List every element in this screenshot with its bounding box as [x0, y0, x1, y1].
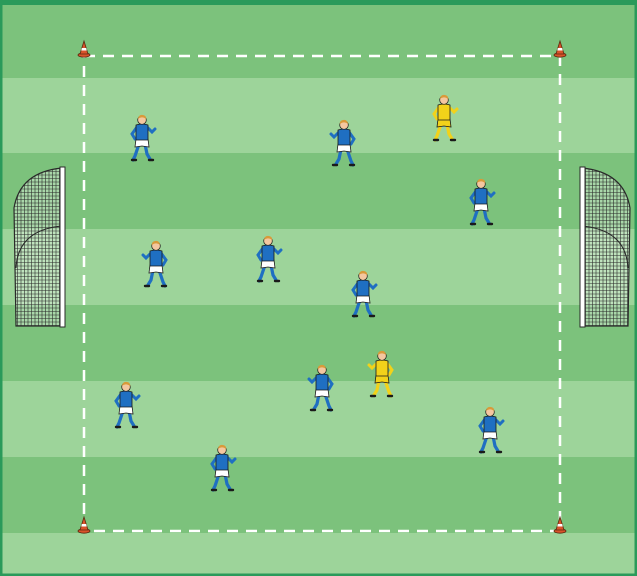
pitch-stripe	[0, 533, 637, 576]
pitch-stripe	[0, 229, 637, 305]
pitch-stripe	[0, 78, 637, 153]
pitch-stripe	[0, 457, 637, 533]
right-goal	[580, 167, 630, 327]
goal-post	[60, 167, 65, 327]
pitch-stripe	[0, 0, 637, 78]
pitch-top-band	[0, 0, 637, 5]
pitch-stripe	[0, 153, 637, 229]
left-goal	[14, 167, 65, 327]
goal-post	[580, 167, 585, 327]
